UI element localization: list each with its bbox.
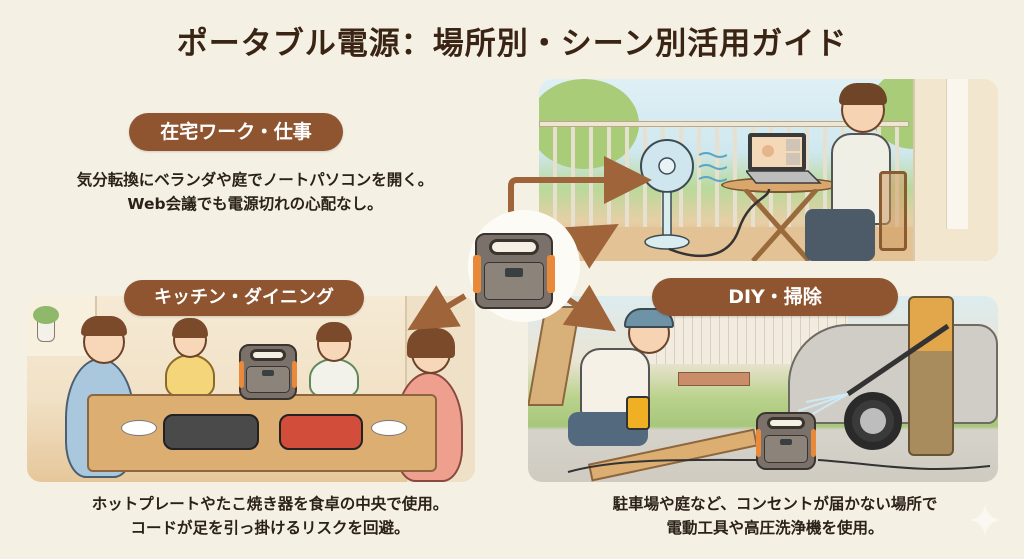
plant-leaves	[33, 306, 59, 324]
desc-work: 気分転換にベランダや庭でノートパソコンを開く。 Web会議でも電源切れの心配なし…	[20, 168, 490, 216]
brick-planter	[678, 372, 750, 386]
plate-icon	[371, 420, 407, 436]
desc-kitchen-line-2: コードが足を引っ掛けるリスクを回避。	[130, 519, 410, 537]
scene-balcony-illustration	[539, 79, 998, 261]
sparkle-icon	[969, 504, 1001, 536]
electric-fan-icon	[640, 139, 694, 250]
extension-cords	[567, 458, 991, 473]
pill-kitchen: キッチン・ダイニング	[124, 280, 364, 316]
desc-work-line-1: 気分転換にベランダや庭でノートパソコンを開く。	[76, 171, 434, 189]
girl-figure	[165, 354, 215, 398]
desc-kitchen-line-1: ホットプレートやたこ焼き器を食卓の中央で使用。	[91, 495, 449, 513]
pill-diy: DIY・掃除	[652, 278, 898, 316]
man-with-washer-figure	[908, 296, 954, 456]
plate-icon	[121, 420, 157, 436]
desc-kitchen: ホットプレートやたこ焼き器を食卓の中央で使用。 コードが足を引っ掛けるリスクを回…	[30, 492, 510, 540]
man-hair	[839, 83, 887, 105]
desc-diy: 駐車場や庭など、コンセントが届かない場所で 電動工具や高圧洗浄機を使用。	[530, 492, 1020, 540]
wind-lines-icon	[698, 152, 727, 182]
boy-hair	[316, 322, 352, 342]
hot-plate-icon	[163, 414, 259, 450]
car-wheel-icon	[844, 392, 902, 450]
curtain	[946, 79, 968, 229]
power-station-on-table-icon	[238, 344, 298, 400]
balcony-railing	[539, 121, 909, 127]
portable-power-station-icon	[473, 233, 555, 309]
page-title: ポータブル電源：場所別・シーン別活用ガイド	[176, 26, 848, 62]
man-legs	[805, 209, 875, 261]
girl-hair	[172, 318, 208, 338]
folding-chair	[879, 171, 907, 251]
table-legs	[743, 189, 819, 261]
power-drill-icon	[626, 396, 650, 430]
desc-diy-line-1: 駐車場や庭など、コンセントが届かない場所で	[612, 495, 938, 513]
desc-diy-line-2: 電動工具や高圧洗浄機を使用。	[666, 519, 884, 537]
power-station-on-ground-icon	[755, 412, 817, 470]
laptop-video-call-icon	[746, 133, 822, 184]
desc-work-line-2: Web会議でも電源切れの心配なし。	[127, 195, 383, 213]
pill-work: 在宅ワーク・仕事	[129, 113, 343, 151]
mother-hair	[407, 328, 455, 358]
takoyaki-maker-icon	[279, 414, 363, 450]
power-cable	[668, 189, 771, 258]
father-hair	[81, 316, 127, 336]
